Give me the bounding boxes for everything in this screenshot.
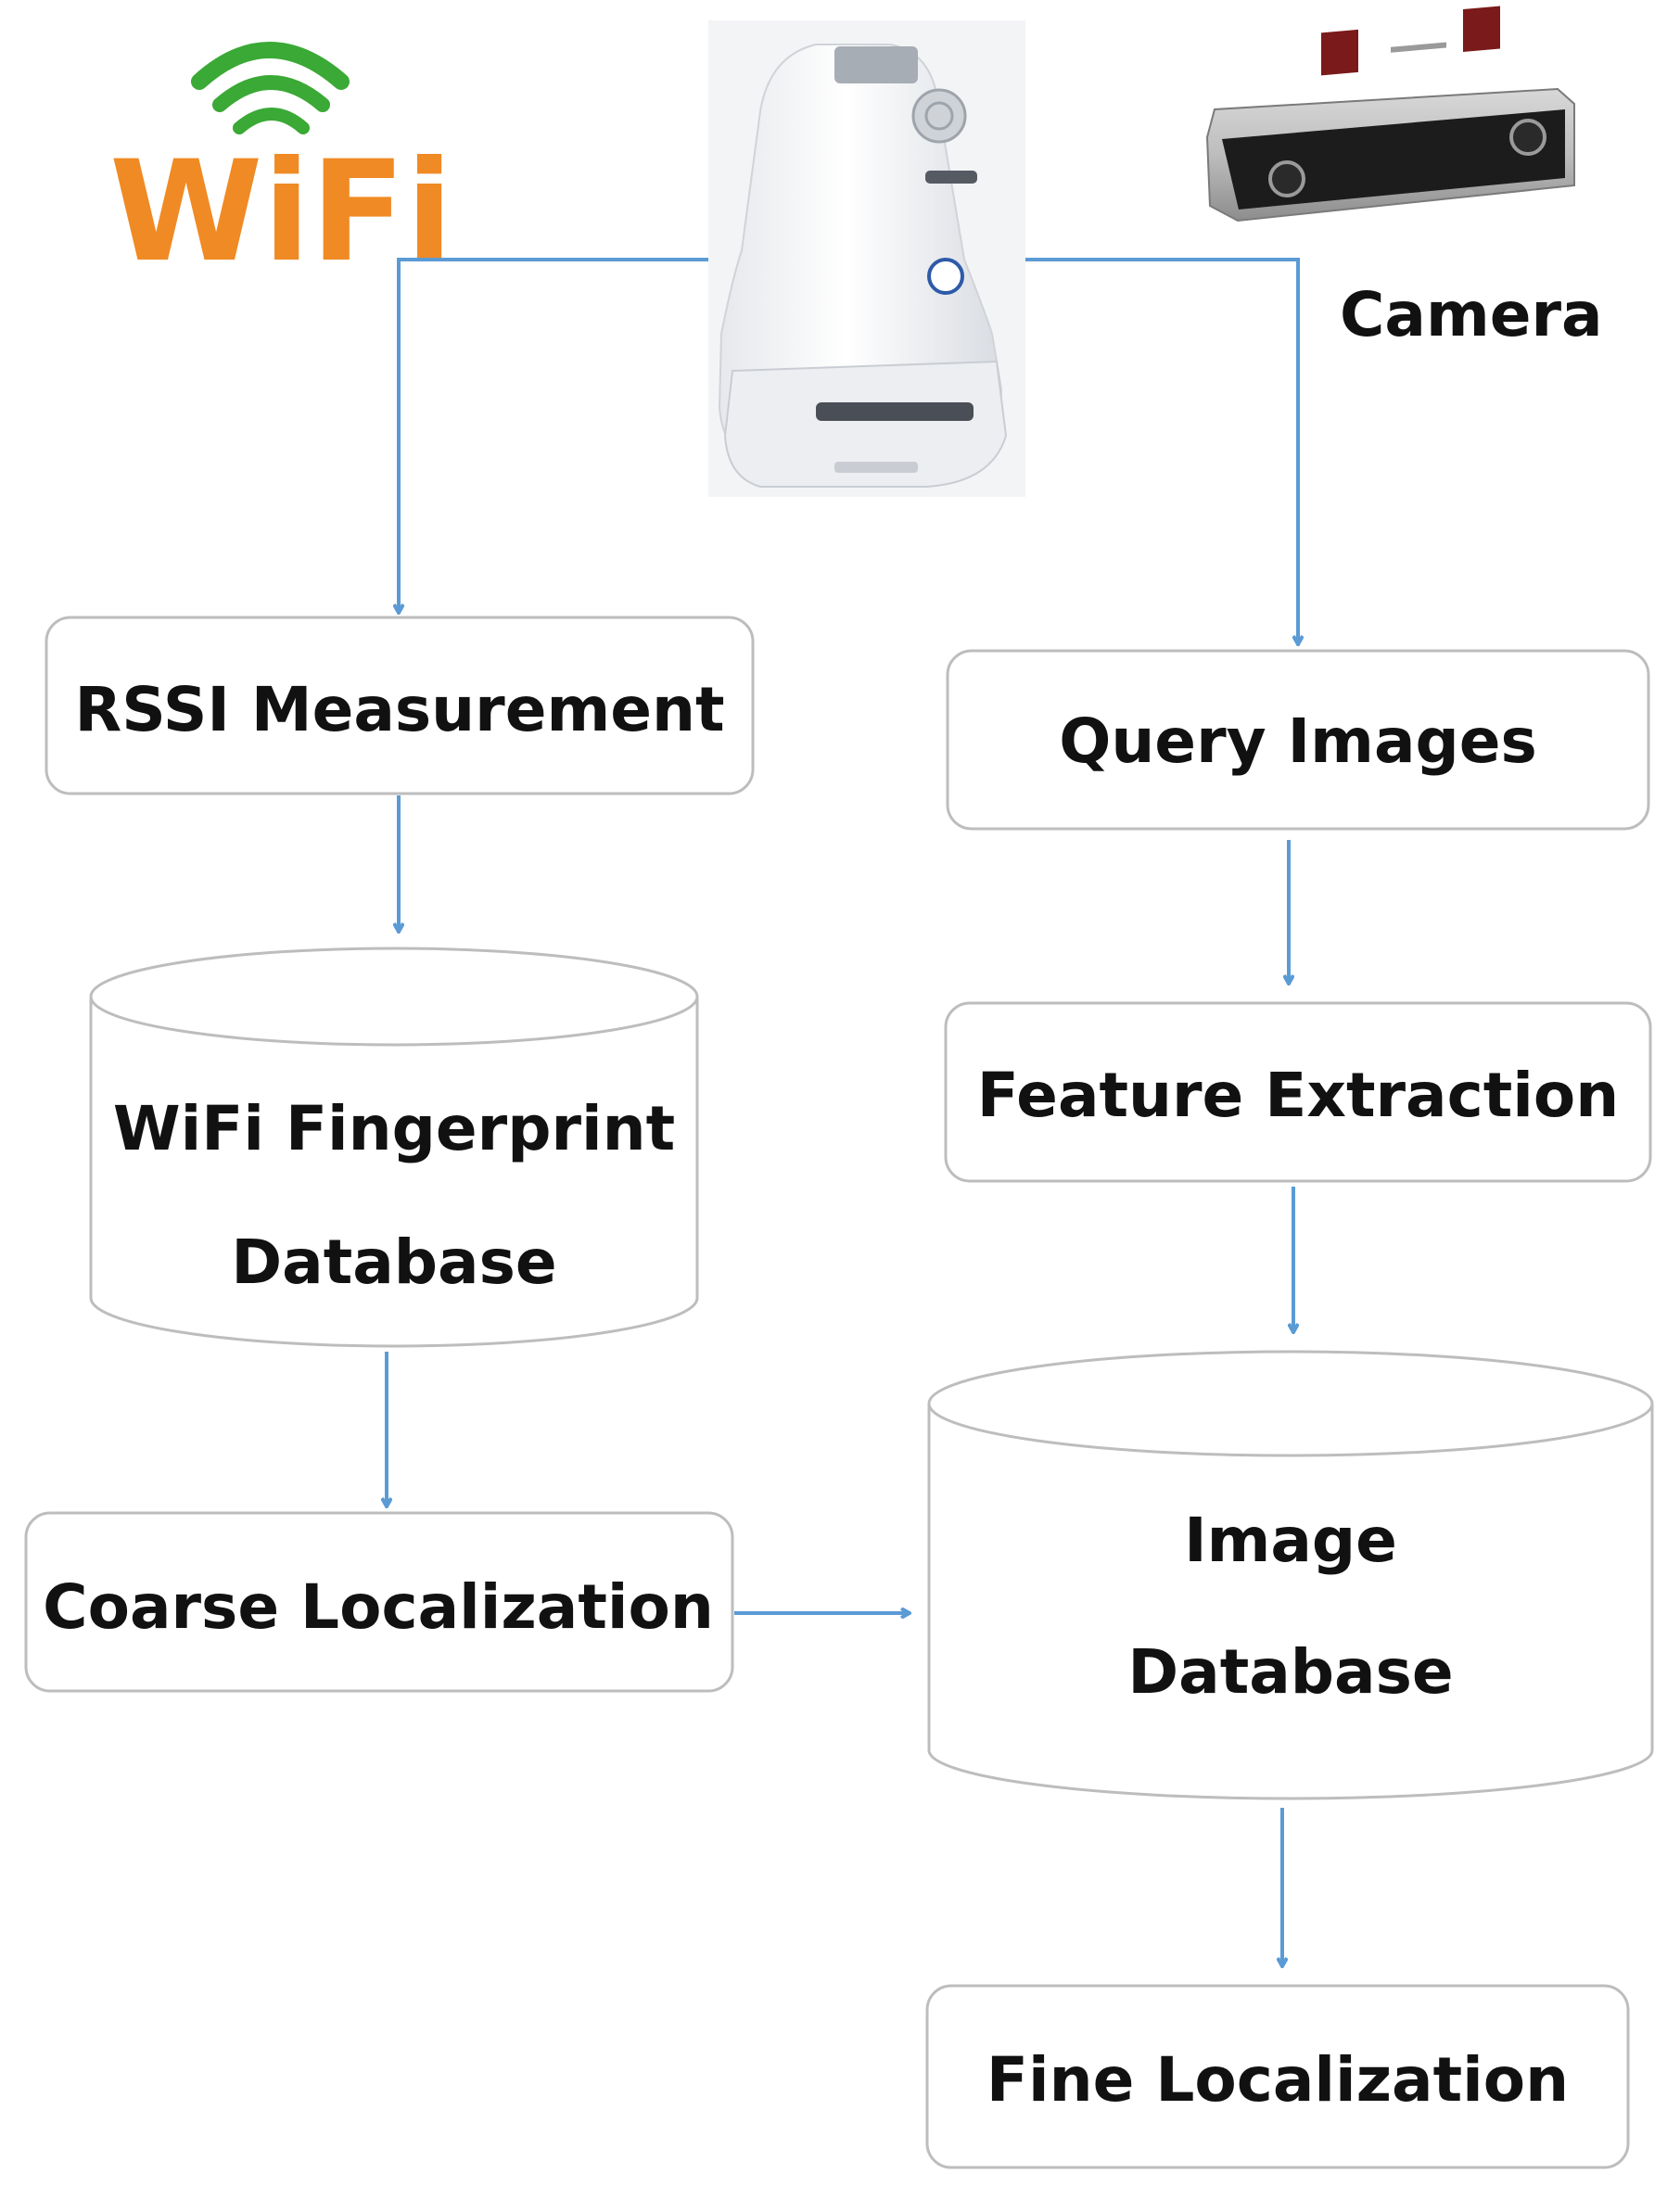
camera-label: Camera — [1340, 279, 1603, 350]
stereo-camera-icon — [1205, 6, 1575, 222]
wifi-logo-icon: WiFi — [109, 42, 453, 293]
arrow-robot-to-query — [1025, 258, 1298, 643]
coarse-localization-label: Coarse Localization — [43, 1571, 714, 1643]
image-db-label-2: Database — [1127, 1636, 1453, 1708]
robot-icon — [708, 20, 1025, 497]
query-images-node: Query Images — [946, 649, 1650, 831]
rssi-measurement-label: RSSI Measurement — [74, 674, 724, 745]
wifi-fingerprint-db-label-2: Database — [231, 1227, 556, 1298]
feature-extraction-label: Feature Extraction — [977, 1060, 1619, 1131]
feature-extraction-node: Feature Extraction — [944, 1001, 1652, 1183]
rssi-measurement-node: RSSI Measurement — [45, 616, 755, 795]
image-db-node: Image Database — [927, 1350, 1654, 1800]
wifi-fingerprint-db-label-1: WiFi Fingerprint — [113, 1093, 675, 1164]
image-db-label-1: Image — [1184, 1505, 1397, 1576]
coarse-localization-node: Coarse Localization — [24, 1511, 734, 1693]
wifi-fingerprint-db-node: WiFi Fingerprint Database — [89, 947, 699, 1348]
arrow-robot-to-rssi — [399, 258, 708, 612]
query-images-label: Query Images — [1059, 705, 1537, 777]
wifi-logo-text: WiFi — [109, 132, 453, 293]
fine-localization-label: Fine Localization — [986, 2044, 1569, 2116]
fine-localization-node: Fine Localization — [925, 1984, 1630, 2169]
